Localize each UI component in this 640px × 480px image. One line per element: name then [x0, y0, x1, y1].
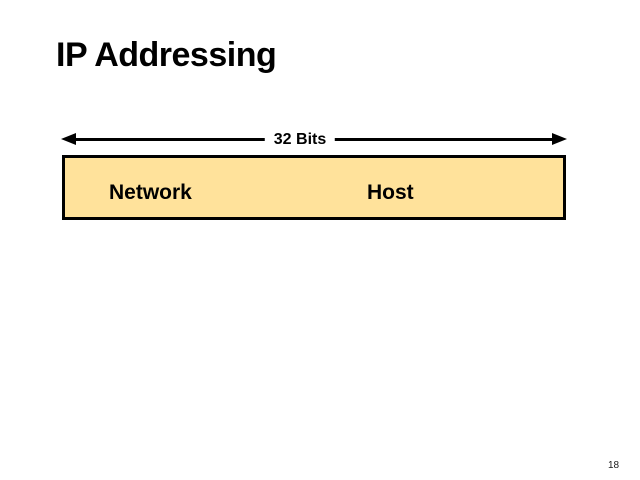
bits-arrow-label: 32 Bits — [264, 131, 336, 148]
right-arrowhead-icon — [552, 133, 567, 145]
host-field-label: Host — [367, 181, 414, 204]
page-number: 18 — [608, 460, 620, 471]
network-field-label: Network — [109, 181, 192, 204]
slide-title: IP Addressing — [56, 36, 277, 74]
left-arrowhead-icon — [61, 133, 76, 145]
ip-address-box — [62, 155, 566, 220]
